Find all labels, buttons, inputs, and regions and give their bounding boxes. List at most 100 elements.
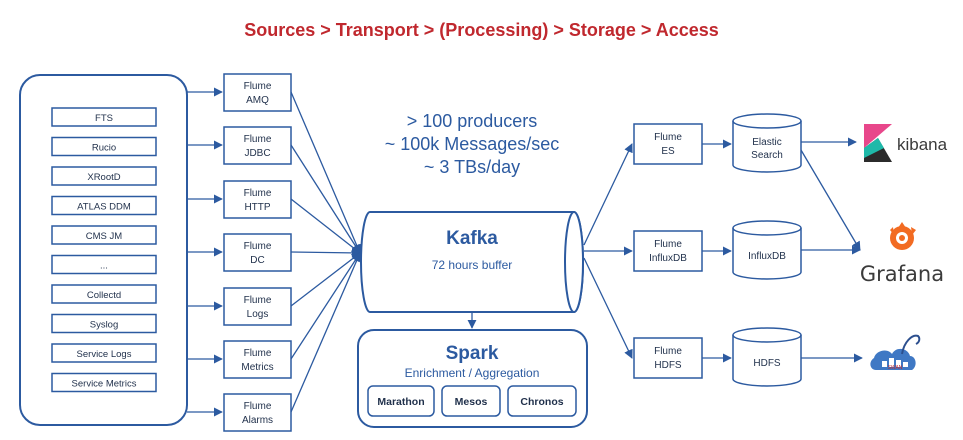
throughput-stats: > 100 producers ~ 100k Messages/sec ~ 3 … xyxy=(385,111,560,177)
arrow-flume-to-kafka xyxy=(290,248,361,258)
spark-component-box xyxy=(367,385,435,417)
arrow-flume-to-kafka xyxy=(290,144,361,254)
swan-label: SWAN xyxy=(888,365,903,371)
flume-input-type: Alarms xyxy=(242,415,273,426)
storage-cylinder xyxy=(732,327,802,387)
flume-input-label: Flume xyxy=(244,188,272,199)
sources-container xyxy=(19,74,188,426)
flume-input-box xyxy=(223,287,292,326)
spark-component-label: Mesos xyxy=(455,396,488,408)
flume-input-box xyxy=(223,233,292,272)
source-label: CMS JM xyxy=(86,231,123,242)
source-label: Rucio xyxy=(92,143,116,154)
flume-input-type: JDBC xyxy=(244,148,270,159)
source-box xyxy=(51,254,157,275)
source-label: Collectd xyxy=(87,290,121,301)
flume-input-box xyxy=(223,340,292,379)
storage-label: HDFS xyxy=(753,358,781,369)
flume-input-type: DC xyxy=(250,255,264,266)
source-box xyxy=(51,225,157,245)
flume-input-label: Flume xyxy=(244,348,272,359)
source-label: Syslog xyxy=(90,320,119,331)
arrow-flume-to-kafka xyxy=(290,252,361,360)
kibana-label: kibana xyxy=(897,135,948,154)
storage-label-line2: Search xyxy=(751,150,783,161)
flume-inputs: FlumeAMQFlumeJDBCFlumeHTTPFlumeDCFlumeLo… xyxy=(223,73,292,432)
source-label: ATLAS DDM xyxy=(77,202,131,213)
kafka-title: Kafka xyxy=(446,228,498,249)
page-title: Sources > Transport > (Processing) > Sto… xyxy=(244,20,719,40)
storage-cylinder xyxy=(732,220,802,280)
storage-label: Elastic xyxy=(752,137,781,148)
grafana-label: Grafana xyxy=(860,262,944,286)
arrow-kafka-to-flume-es xyxy=(583,143,633,246)
spark-component-box xyxy=(441,385,501,417)
flume-output-type: InfluxDB xyxy=(649,253,687,264)
storage-label: InfluxDB xyxy=(748,251,786,262)
flume-input-type: Logs xyxy=(247,309,269,320)
arrow-flume-to-kafka xyxy=(290,91,361,254)
swan-logo: SWAN xyxy=(870,334,921,371)
arrow-flume-to-kafka xyxy=(290,252,361,307)
flume-output-box xyxy=(633,337,703,379)
source-box xyxy=(51,195,157,216)
arrow-kafka-to-flume-hdfs xyxy=(583,257,633,359)
spark-component-box xyxy=(507,385,577,417)
source-label: Service Logs xyxy=(77,349,132,360)
source-box xyxy=(51,372,157,393)
flume-input-box xyxy=(223,393,292,432)
flume-input-type: Metrics xyxy=(241,362,273,373)
spark-components: Marathon Mesos Chronos xyxy=(367,385,577,417)
stat-volume: ~ 3 TBs/day xyxy=(424,157,520,177)
spark-subtitle: Enrichment / Aggregation xyxy=(405,366,540,380)
arrow-flume-to-kafka xyxy=(290,198,361,254)
flume-output-type: ES xyxy=(661,146,675,157)
flume-output-box xyxy=(633,230,703,272)
flume-input-box xyxy=(223,180,292,219)
source-box xyxy=(51,343,157,363)
stat-messages: ~ 100k Messages/sec xyxy=(385,134,560,154)
stat-producers: > 100 producers xyxy=(407,111,538,131)
kibana-icon xyxy=(864,124,892,148)
source-box xyxy=(51,107,157,127)
spark-component-label: Chronos xyxy=(520,396,563,408)
storage-cylinder xyxy=(732,113,802,173)
flume-output-label: Flume xyxy=(654,132,682,143)
flume-input-type: AMQ xyxy=(246,95,269,106)
source-box xyxy=(51,136,157,157)
flume-input-label: Flume xyxy=(244,81,272,92)
flume-input-box xyxy=(223,126,292,165)
source-label: ... xyxy=(100,261,108,272)
kafka-queue: Kafka 72 hours buffer xyxy=(360,211,584,313)
flume-output-box xyxy=(633,123,703,165)
flume-input-label: Flume xyxy=(244,401,272,412)
source-label: FTS xyxy=(95,113,113,124)
flume-input-label: Flume xyxy=(244,295,272,306)
source-label: Service Metrics xyxy=(72,379,137,390)
flume-input-label: Flume xyxy=(244,134,272,145)
flume-input-box xyxy=(223,73,292,112)
arrow-es-to-grafana xyxy=(800,149,861,251)
source-box xyxy=(51,284,157,304)
source-box xyxy=(51,166,157,186)
flume-output-label: Flume xyxy=(654,239,682,250)
spark-component-label: Marathon xyxy=(377,396,424,408)
source-box xyxy=(51,313,157,334)
flume-output-label: Flume xyxy=(654,346,682,357)
flume-output-type: HDFS xyxy=(654,360,682,371)
spark-title: Spark xyxy=(446,343,499,364)
grafana-logo: Grafana xyxy=(860,222,944,286)
flume-input-label: Flume xyxy=(244,241,272,252)
kibana-logo: kibana xyxy=(864,124,948,162)
flume-input-type: HTTP xyxy=(244,202,270,213)
kafka-subtitle: 72 hours buffer xyxy=(432,258,513,272)
arrow-flume-to-kafka xyxy=(290,252,361,413)
connections xyxy=(187,87,863,417)
source-label: XRootD xyxy=(87,172,120,183)
grafana-icon xyxy=(890,222,916,250)
